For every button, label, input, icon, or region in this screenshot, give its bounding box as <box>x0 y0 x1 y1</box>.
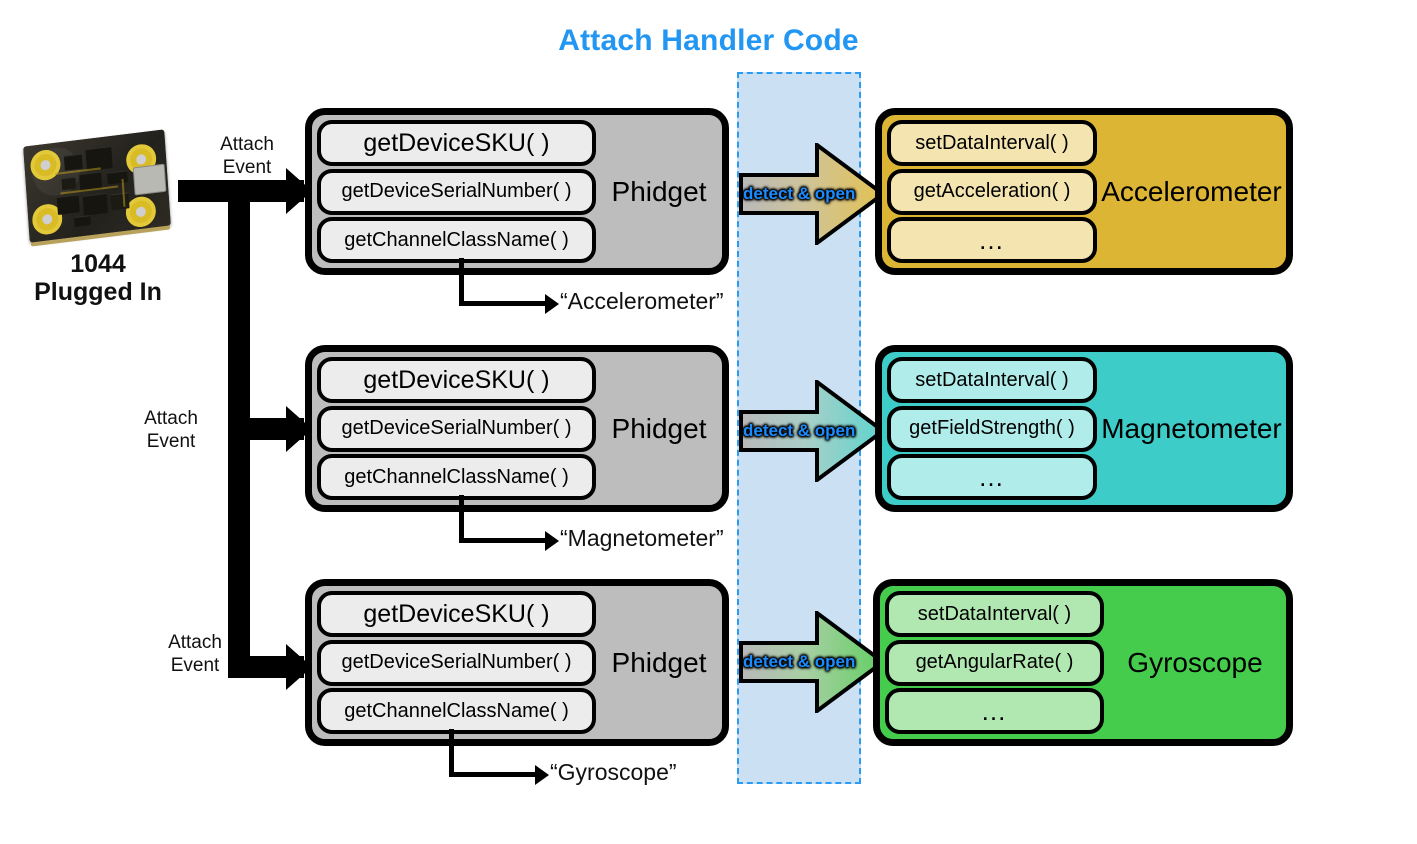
transition-arrow-label: detect & open <box>743 652 856 671</box>
attach-event-2-line1: Attach <box>144 408 198 429</box>
attach-event-label-2: Attach Event <box>116 408 226 454</box>
callout-hline-2 <box>459 538 547 543</box>
method-pill[interactable]: getDeviceSKU( ) <box>317 120 596 166</box>
attach-event-label-3: Attach Event <box>140 632 250 678</box>
method-pill[interactable]: getChannelClassName( ) <box>317 454 596 500</box>
method-pill[interactable]: … <box>885 688 1104 734</box>
attach-event-3-line2: Event <box>170 654 220 676</box>
method-pill[interactable]: setDataInterval( ) <box>887 357 1097 403</box>
attach-trunk <box>228 186 250 678</box>
callout-return-value: “Magnetometer” <box>560 525 724 551</box>
channel-object-magnetometer: setDataInterval( ) getFieldStrength( ) …… <box>875 345 1293 512</box>
attach-event-2-line2: Event <box>146 430 196 452</box>
pcb-illustration <box>23 129 171 243</box>
transition-arrow-label: detect & open <box>743 421 856 440</box>
phidget-class-label: Phidget <box>611 412 707 444</box>
phidget-object-accelerometer: getDeviceSKU( ) getDeviceSerialNumber( )… <box>305 108 729 275</box>
method-pill[interactable]: getDeviceSerialNumber( ) <box>317 639 596 686</box>
channel-object-gyroscope: setDataInterval( ) getAngularRate( ) … G… <box>873 579 1293 746</box>
callout-vline-3 <box>449 729 454 777</box>
attach-event-1-line1: Attach <box>220 134 274 155</box>
callout-arrowhead-2 <box>545 531 559 551</box>
callout-vline-1 <box>459 258 464 306</box>
method-pill[interactable]: getDeviceSerialNumber( ) <box>317 168 596 215</box>
method-pill[interactable]: setDataInterval( ) <box>885 591 1104 637</box>
callout-return-value: “Gyroscope” <box>550 759 677 785</box>
method-pill[interactable]: getAcceleration( ) <box>887 168 1097 215</box>
callout-return-value: “Accelerometer” <box>560 288 724 314</box>
transition-arrow-gyroscope: detect & open <box>739 611 885 713</box>
callout-arrowhead-3 <box>535 765 549 785</box>
attach-event-3-line1: Attach <box>168 632 222 653</box>
method-pill[interactable]: getDeviceSKU( ) <box>317 357 596 403</box>
channel-class-label: Gyroscope <box>1127 646 1263 678</box>
method-pill[interactable]: … <box>887 217 1097 263</box>
attach-event-1-line2: Event <box>222 156 272 178</box>
channel-object-accelerometer: setDataInterval( ) getAcceleration( ) … … <box>875 108 1293 275</box>
callout-vline-2 <box>459 495 464 543</box>
method-pill[interactable]: … <box>887 454 1097 500</box>
channel-class-label: Magnetometer <box>1101 412 1282 444</box>
method-pill[interactable]: setDataInterval( ) <box>887 120 1097 166</box>
page-title: Attach Handler Code <box>558 24 859 57</box>
device-label-line2: Plugged In <box>34 278 162 306</box>
transition-arrow-magnetometer: detect & open <box>739 380 885 482</box>
phidget-object-gyroscope: getDeviceSKU( ) getDeviceSerialNumber( )… <box>305 579 729 746</box>
method-pill[interactable]: getAngularRate( ) <box>885 639 1104 686</box>
channel-class-label: Accelerometer <box>1101 175 1282 207</box>
device-image-1044 <box>18 128 178 246</box>
transition-arrow-accelerometer: detect & open <box>739 143 885 245</box>
method-pill[interactable]: getDeviceSerialNumber( ) <box>317 405 596 452</box>
device-label: 1044 Plugged In <box>0 250 196 306</box>
method-pill[interactable]: getDeviceSKU( ) <box>317 591 596 637</box>
device-label-line1: 1044 <box>70 250 126 278</box>
phidget-object-magnetometer: getDeviceSKU( ) getDeviceSerialNumber( )… <box>305 345 729 512</box>
method-pill[interactable]: getChannelClassName( ) <box>317 688 596 734</box>
transition-arrow-label: detect & open <box>743 184 856 203</box>
phidget-class-label: Phidget <box>611 646 707 678</box>
attach-stem-1 <box>178 180 304 202</box>
method-pill[interactable]: getFieldStrength( ) <box>887 405 1097 452</box>
attach-event-label-1: Attach Event <box>192 134 302 180</box>
callout-arrowhead-1 <box>545 294 559 314</box>
phidget-class-label: Phidget <box>611 175 707 207</box>
callout-hline-3 <box>449 772 537 777</box>
method-pill[interactable]: getChannelClassName( ) <box>317 217 596 263</box>
callout-hline-1 <box>459 301 547 306</box>
